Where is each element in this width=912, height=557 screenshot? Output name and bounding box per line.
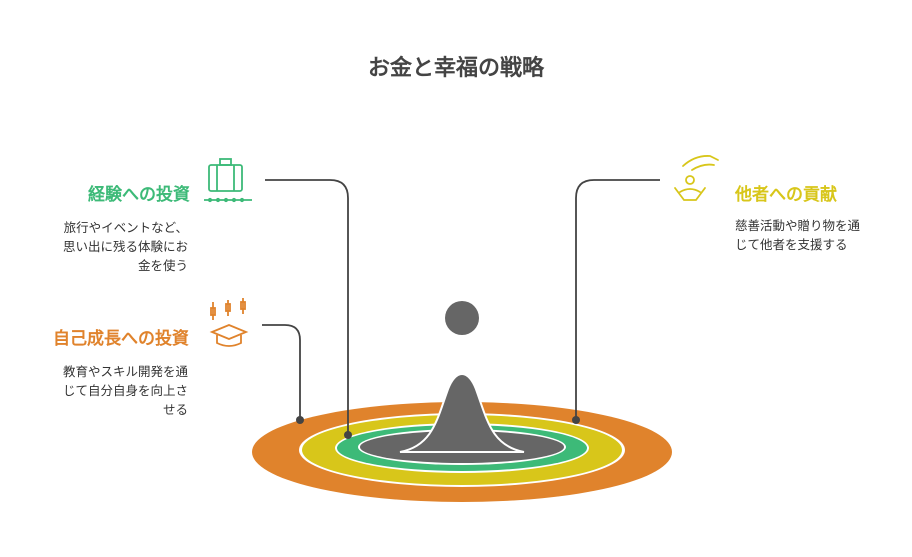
person-body	[399, 373, 525, 453]
connector-contribution-dot	[572, 416, 580, 424]
desc-contribution-line: 慈善活動や贈り物を通	[735, 218, 861, 233]
connector-contribution	[575, 179, 660, 420]
heading-contribution: 他者への貢献	[735, 185, 837, 205]
desc-experience-line: 旅行やイベントなど、	[63, 220, 188, 235]
suitcase-icon	[204, 158, 252, 203]
graduation-growth-icon	[209, 298, 249, 347]
diagram-title: お金と幸福の戦略	[367, 56, 544, 81]
connector-experience-dot	[344, 431, 352, 439]
person-head	[445, 301, 479, 335]
desc-experience: 旅行やイベントなど、 思い出に残る体験にお 金を使う	[18, 218, 188, 275]
connector-growth-dot	[296, 416, 304, 424]
desc-growth: 教育やスキル開発を通 じて自分自身を向上さ せる	[18, 362, 188, 419]
desc-growth-line: 教育やスキル開発を通	[62, 364, 188, 379]
connector-experience	[265, 179, 349, 435]
desc-experience-line: 思い出に残る体験にお	[62, 239, 188, 254]
connector-growth	[262, 324, 301, 420]
heading-growth: 自己成長への投資	[53, 329, 189, 349]
heading-experience: 経験への投資	[88, 185, 190, 205]
desc-growth-line: せる	[162, 402, 188, 417]
helping-hand-icon	[674, 155, 719, 201]
desc-contribution: 慈善活動や贈り物を通 じて他者を支援する	[735, 216, 895, 254]
desc-experience-line: 金を使う	[137, 258, 188, 273]
desc-contribution-line: じて他者を支援する	[735, 237, 848, 252]
desc-growth-line: じて自分自身を向上さ	[62, 383, 188, 398]
